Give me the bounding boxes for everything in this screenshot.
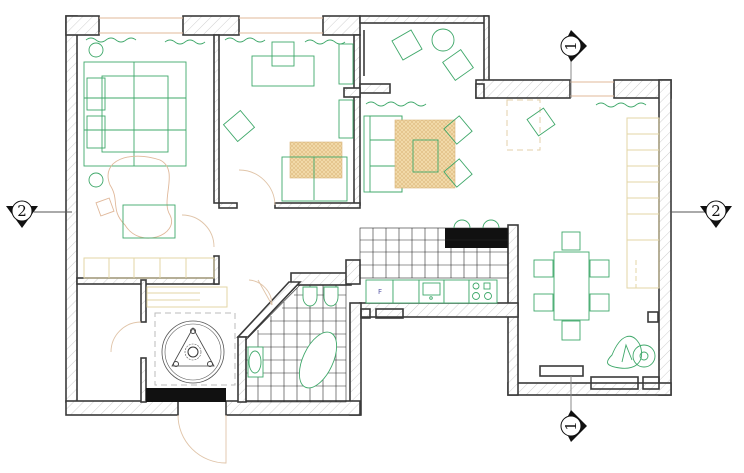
storage-cabinets xyxy=(626,117,660,289)
section-label-2-left: 2 xyxy=(17,202,27,220)
section-label-1-bottom: 1 xyxy=(562,421,580,431)
interior-walls xyxy=(76,34,485,403)
section-label-1-top: 1 xyxy=(562,41,580,51)
study xyxy=(222,37,354,206)
section-marker-1-bottom: 1 xyxy=(560,376,587,442)
kitchen-tiles xyxy=(359,227,509,279)
hallway-cabinet xyxy=(146,388,226,402)
section-marker-1-top: 1 xyxy=(560,30,587,98)
wardrobe xyxy=(83,257,215,279)
entry-hall xyxy=(110,279,273,464)
living-room xyxy=(363,99,660,289)
fridge-label: F xyxy=(378,288,382,296)
lounge xyxy=(363,28,474,81)
exterior-walls xyxy=(65,15,672,416)
section-marker-2-right: 2 xyxy=(671,200,732,228)
double-bed xyxy=(83,61,187,167)
section-marker-2-left: 2 xyxy=(6,200,72,228)
section-label-2-right: 2 xyxy=(711,202,721,220)
kitchen-island-counter xyxy=(445,228,508,248)
floor-medallion xyxy=(161,320,225,384)
dining-area xyxy=(533,231,660,390)
bathroom xyxy=(245,284,347,403)
bedroom xyxy=(83,37,215,279)
windows xyxy=(99,17,614,97)
kitchen: F xyxy=(359,219,509,319)
